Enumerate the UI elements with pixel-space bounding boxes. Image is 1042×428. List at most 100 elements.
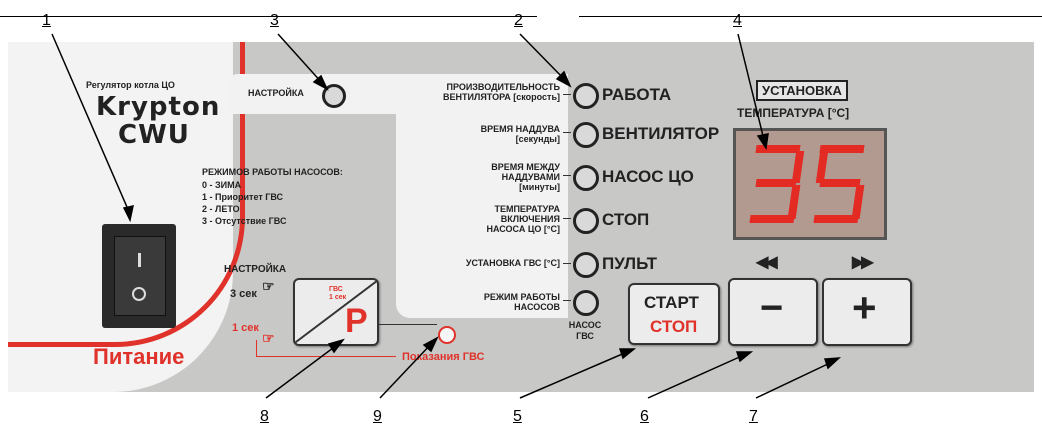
- mode-item: 2 - ЛЕТО: [202, 204, 240, 214]
- plus-icon: +: [852, 284, 877, 331]
- param-line: НАСОСА ЦО [°C]: [486, 224, 561, 234]
- temperature-display: 35: [733, 128, 887, 240]
- param-line: ВРЕМЯ НАДДУВА: [480, 124, 560, 134]
- led-pump-gvs: [573, 290, 599, 316]
- arrowhead: [618, 348, 637, 360]
- modes-title: РЕЖИМОВ РАБОТЫ НАСОСОВ:: [202, 167, 343, 177]
- led-stop: [573, 208, 599, 234]
- leader-6: [647, 354, 745, 399]
- one-sec-label: 1 сек: [232, 322, 259, 334]
- param-line: ПРОИЗВОДИТЕЛЬНОСТЬ: [446, 82, 560, 92]
- power-switch[interactable]: [102, 224, 176, 328]
- leader-8: [265, 344, 338, 399]
- power-label: Питание: [93, 344, 185, 369]
- setting-box: УСТАНОВКА: [756, 80, 848, 101]
- callout-1: 1: [42, 12, 51, 29]
- arrowhead: [122, 205, 134, 223]
- minus-button[interactable]: −: [728, 278, 818, 346]
- tick: [563, 132, 571, 133]
- switch-rocker: [114, 236, 166, 316]
- param-line: ВКЛЮЧЕНИЯ: [500, 214, 560, 224]
- settings-label: НАСТРОЙКА: [248, 88, 304, 98]
- stop-label: СТОП: [650, 317, 698, 336]
- switch-on-mark: [138, 253, 141, 267]
- indicator-pump-co: НАСОС ЦО: [602, 167, 694, 186]
- param-line: НАДДУВАМИ: [501, 172, 560, 182]
- fast-forward-icon: ▶▶: [852, 254, 874, 271]
- top-rule-left: [0, 16, 537, 17]
- leader-4: [737, 33, 765, 141]
- param-blow-time: ВРЕМЯ НАДДУВА[секунды]: [380, 124, 560, 144]
- param-line: [минуты]: [519, 182, 560, 192]
- leader-2: [519, 33, 566, 81]
- callout-5: 5: [513, 408, 522, 425]
- tick: [563, 300, 571, 301]
- gvs-bracket-bottom: [256, 356, 396, 357]
- gvs-bracket-left: [256, 340, 257, 356]
- p-label: P: [345, 302, 368, 340]
- params-area: [396, 100, 568, 318]
- param-line: ВРЕМЯ МЕЖДУ: [491, 162, 560, 172]
- tick: [563, 218, 571, 219]
- leader-1: [51, 33, 131, 215]
- top-rule-right: [579, 16, 1042, 17]
- indicator-fan: ВЕНТИЛЯТОР: [602, 124, 720, 143]
- plus-button[interactable]: +: [822, 278, 912, 346]
- mode-item: 3 - Отсутствие ГВС: [202, 216, 287, 226]
- indicator-work: РАБОТА: [602, 85, 672, 104]
- hand-icon: ☞: [262, 278, 275, 294]
- arrowhead: [735, 351, 754, 363]
- mode-item: 1 - Приоритет ГВС: [202, 192, 283, 202]
- pump-gvs-line: НАСОС: [568, 320, 602, 330]
- device-subtitle: Регулятор котла ЦО: [86, 80, 175, 90]
- start-label: СТАРТ: [644, 293, 699, 312]
- three-sec-label: 3 сек: [230, 288, 257, 300]
- callout-4: 4: [733, 12, 742, 29]
- hand-icon-red: ☞: [262, 330, 275, 346]
- arrowhead: [756, 133, 769, 151]
- param-line: УСТАНОВКА ГВС [°C]: [465, 258, 560, 268]
- tick: [563, 175, 571, 176]
- leader-3: [277, 33, 324, 85]
- p-connector: [377, 324, 437, 325]
- callout-9: 9: [373, 408, 382, 425]
- param-line: ТЕМПЕРАТУРА: [494, 204, 560, 214]
- rewind-icon: ◀◀: [756, 254, 778, 271]
- gvs-line: ГВС: [329, 286, 343, 293]
- arrowhead: [823, 357, 842, 370]
- arrowhead: [555, 70, 572, 88]
- callout-6: 6: [640, 408, 649, 425]
- pump-gvs-line: ГВС: [576, 331, 594, 341]
- indicator-stop: СТОП: [602, 210, 650, 229]
- gvs-line: 1 сек: [329, 294, 347, 301]
- settings-led: [322, 84, 346, 108]
- tick: [563, 94, 571, 95]
- switch-off-mark: [132, 287, 146, 301]
- led-work: [573, 83, 599, 109]
- leader-7: [755, 361, 833, 399]
- callout-7: 7: [749, 408, 758, 425]
- arrowhead: [422, 336, 439, 353]
- tick: [563, 263, 571, 264]
- gvs-led: [438, 326, 456, 344]
- param-line: ВЕНТИЛЯТОРА [скорость]: [443, 92, 560, 102]
- indicator-remote: ПУЛЬТ: [602, 254, 657, 273]
- callout-8: 8: [260, 408, 269, 425]
- led-remote: [573, 252, 599, 278]
- param-line: НАСОСОВ: [514, 302, 560, 312]
- brand-krypton: Krypton: [96, 92, 221, 122]
- red-swoosh: [8, 42, 245, 347]
- led-pump-co: [573, 165, 599, 191]
- arrowhead: [327, 338, 345, 354]
- start-stop-button[interactable]: СТАРТ СТОП: [628, 283, 720, 345]
- brand-cwu: CWU: [118, 120, 190, 150]
